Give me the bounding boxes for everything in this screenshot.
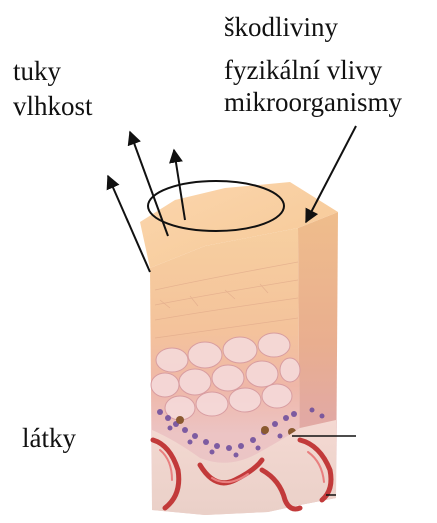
label-vlhkost: vlhkost (13, 91, 93, 121)
skin-block (140, 182, 338, 515)
label-latky: látky (22, 423, 76, 453)
label-tuky: tuky (13, 56, 62, 86)
arrow-in (306, 126, 356, 222)
label-fyzikalni-vlivy: fyzikální vlivy (224, 55, 383, 85)
label-skodliviny: škodliviny (224, 12, 339, 42)
label-mikroorganismy: mikroorganismy (224, 87, 402, 117)
